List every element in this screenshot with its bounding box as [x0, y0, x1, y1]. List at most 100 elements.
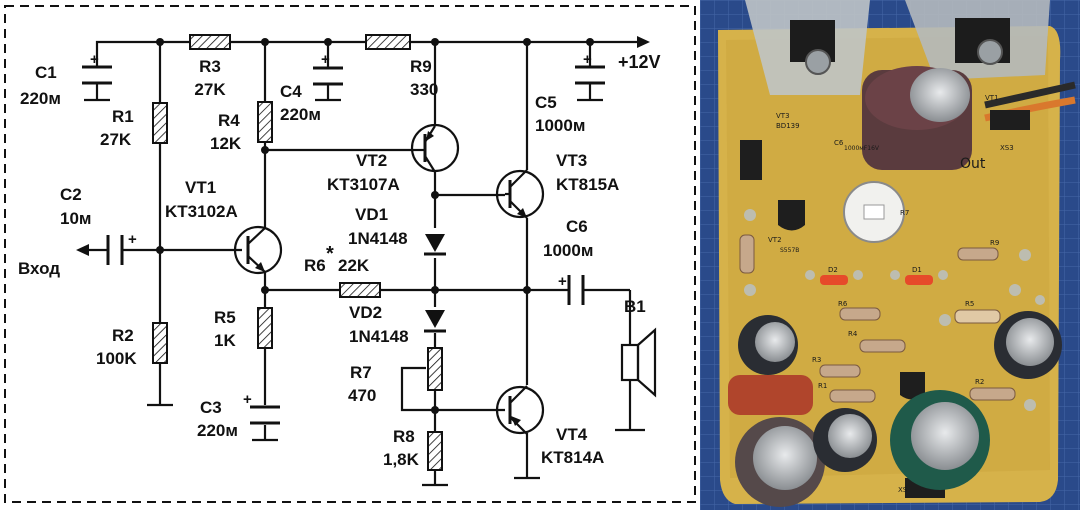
pcb-label-17: R3: [812, 356, 821, 364]
polarity-plus-3: +: [583, 51, 592, 68]
supply-arrow: [637, 36, 650, 48]
resistors: [152, 34, 443, 471]
polarity-plus-4: +: [128, 231, 137, 248]
supply-label: +12V: [618, 52, 661, 72]
transistor-vt1-pcb: [900, 372, 925, 400]
trimmer-r7-pcb: [843, 181, 905, 243]
schematic-frame: [4, 5, 696, 503]
diode-vd2: [424, 310, 446, 333]
label-c3-value: 220м: [197, 421, 238, 440]
resistor-r1: [152, 102, 168, 144]
transistor-vt2-pcb: [778, 200, 805, 231]
label-r3-ref: R3: [199, 57, 221, 76]
label-r1-value: 27K: [100, 130, 132, 149]
diode-d1-pcb: [905, 275, 933, 285]
pcb-label-9: S557B: [780, 247, 799, 254]
connector-xs-left: [740, 140, 762, 180]
pcb-label-15: R5: [965, 300, 974, 308]
polarity-plus-6: +: [558, 273, 567, 290]
pcb-label-2: BD139: [776, 122, 800, 130]
resistor-r4: [257, 101, 273, 143]
label-r5-ref: R5: [214, 308, 236, 327]
resistor-r8: [427, 431, 443, 471]
label-c4-value: 220м: [280, 105, 321, 124]
label-vt4-ref: VT4: [556, 425, 588, 444]
label-r4-ref: R4: [218, 111, 240, 130]
label-vt1-ref: VT1: [185, 178, 216, 197]
resistor-r5: [257, 307, 273, 349]
label-r9-value: 330: [410, 80, 438, 99]
pcb-label-7: Out: [960, 156, 986, 172]
label-c1-value: 220м: [20, 89, 61, 108]
input-label: Вход: [18, 259, 60, 278]
polarity-plus-2: +: [321, 51, 330, 68]
resistor-r2: [152, 322, 168, 364]
capacitor-c6: [567, 275, 585, 305]
pcb-label-16: R4: [848, 330, 858, 338]
polarity-plus-5: +: [243, 391, 252, 408]
label-vd1-value: 1N4148: [348, 229, 408, 248]
label-c6-ref: C6: [566, 217, 588, 236]
polarity-plus-1: +: [90, 51, 99, 68]
speaker-b1: [620, 327, 657, 398]
label-r1-ref: R1: [112, 107, 134, 126]
connector-out: [990, 110, 1030, 130]
label-c3-ref: C3: [200, 398, 222, 417]
pcb-label-5: XS3: [1000, 144, 1014, 152]
label-r6-value: 22K: [338, 256, 370, 275]
diode-d2-pcb: [820, 275, 848, 285]
label-r4-value: 12K: [210, 134, 242, 153]
capacitor-c6-pcb: [862, 66, 972, 170]
pcb-label-4: 1000мF16V: [844, 145, 880, 152]
label-vt2-value: KT3107A: [327, 175, 400, 194]
pcb-label-18: R1: [818, 382, 827, 390]
label-r7-value: 470: [348, 386, 376, 405]
label-c1-ref: C1: [35, 63, 57, 82]
capacitors: [82, 65, 605, 425]
label-c2-ref: C2: [60, 185, 82, 204]
label-r2-value: 100K: [96, 349, 137, 368]
transistor-vt4: [495, 385, 545, 435]
diode-vd1: [424, 234, 446, 256]
resistor-r7: [427, 347, 443, 391]
pcb-electrolytics: [735, 311, 1062, 507]
label-r8-ref: R8: [393, 427, 415, 446]
capacitor-c1: [82, 65, 112, 85]
capacitor-c3: [250, 405, 280, 425]
label-b1-ref: B1: [624, 297, 646, 316]
transistor-vt2: [410, 123, 460, 173]
schematic-diagram: C1220мR327KC4220мR9330C51000мR127KR412KV…: [4, 5, 696, 503]
resistor-r9: [365, 34, 411, 50]
junctions: [156, 38, 594, 414]
solder-pads: [744, 209, 1045, 411]
capacitor-c5: [575, 65, 605, 85]
label-r7-ref: R7: [350, 363, 372, 382]
capacitor-c2: [106, 235, 124, 265]
pcb-label-6: VT1: [985, 94, 999, 102]
label-r9-ref: R9: [410, 57, 432, 76]
asterisk-mark: *: [326, 243, 334, 265]
capacitor-film-pcb: [728, 375, 813, 415]
label-r8-value: 1,8K: [383, 450, 420, 469]
label-r3-value: 27K: [194, 80, 226, 99]
label-c4-ref: C4: [280, 82, 302, 101]
pcb-label-1: VT3: [776, 112, 790, 120]
resistor-r3: [189, 34, 231, 50]
resistor-r6: [339, 282, 381, 298]
label-vd1-ref: VD1: [355, 205, 388, 224]
label-c2-value: 10м: [60, 209, 92, 228]
label-vt3-ref: VT3: [556, 151, 587, 170]
pcb-resistors: [739, 234, 1016, 403]
pcb-label-11: R9: [990, 239, 999, 247]
pcb-label-12: D2: [828, 266, 838, 274]
pcb-label-3: C6: [834, 139, 844, 147]
label-vt3-value: KT815A: [556, 175, 619, 194]
label-c5-ref: C5: [535, 93, 557, 112]
label-vd2-ref: VD2: [349, 303, 382, 322]
label-r2-ref: R2: [112, 326, 134, 345]
transistor-vt3: [495, 169, 545, 219]
